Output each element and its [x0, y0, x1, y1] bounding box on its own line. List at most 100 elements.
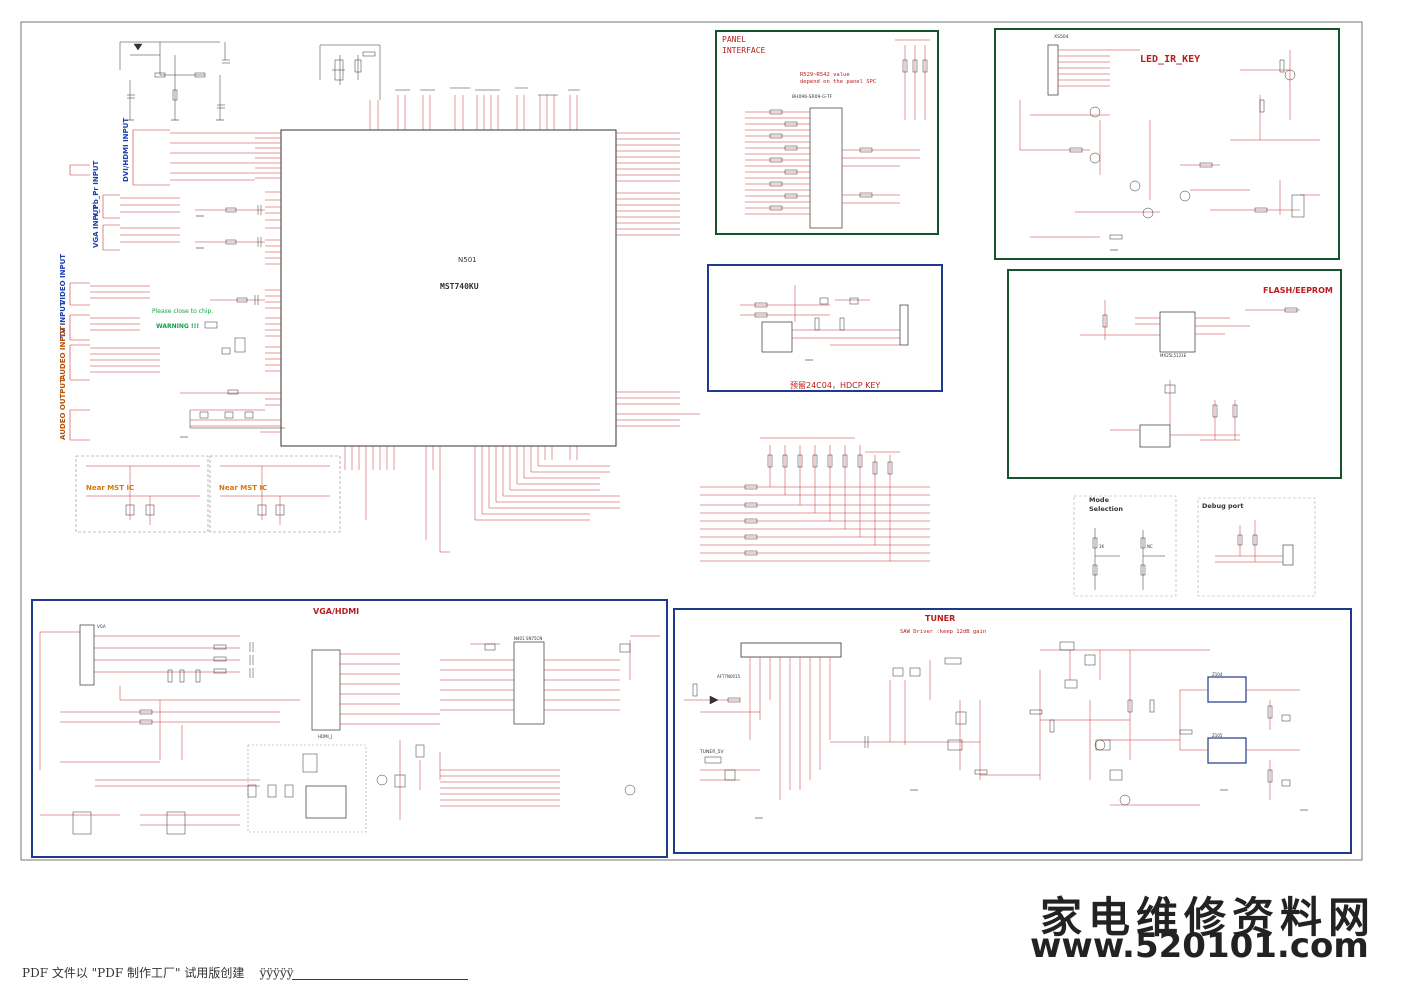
debug-port-box [1197, 497, 1316, 597]
warning-note-1: Please close to chip. [152, 308, 213, 315]
debug-connector [1282, 544, 1294, 566]
warning-note-2: WARNING !!! [156, 323, 199, 330]
eeprom-ic [1139, 424, 1171, 448]
mode-r1-value: 1K [1099, 544, 1105, 549]
pdf-footer-mark: ÿÿÿÿÿ [259, 966, 294, 980]
hdcp-box [707, 264, 943, 392]
near-mst-label-1: Near MST IC [86, 484, 134, 492]
left-components [189, 205, 285, 429]
hdmi-edid-ic [305, 785, 347, 819]
sheet-border [20, 21, 1363, 861]
mode-title-1: Mode [1089, 496, 1110, 504]
flash-ic [1159, 311, 1196, 353]
panel-title-2: INTERFACE [722, 46, 766, 55]
chip-bottom-bus [365, 460, 620, 553]
watermark-chinese: 家电维修资料网 [1040, 893, 1377, 942]
led-ir-key-title: LED_IR_KEY [1140, 54, 1200, 65]
panel-resistors [769, 59, 928, 211]
power-section-2 [319, 44, 381, 100]
input-label-dvi: DVI/HDMI INPUT [122, 118, 130, 182]
saw-filter-1 [1207, 676, 1247, 703]
watermark-url: www.520101.com [1030, 926, 1369, 966]
input-label-bars [69, 129, 170, 441]
led-ir-connector [1047, 44, 1059, 96]
tuner-title: TUNER [925, 614, 955, 623]
input-label-ypbpr: Y_Pb_Pr INPUT [92, 160, 100, 219]
panel-connector [809, 107, 843, 229]
chip-top-pins [369, 95, 578, 130]
mode-wiring [1092, 528, 1165, 590]
main-chip-ref: N501 [458, 256, 477, 264]
led-ir-conn: XS504 [1054, 34, 1069, 40]
main-chip-part: MST740KU [440, 282, 479, 291]
saw-filter-1-label: Z104 [1212, 672, 1223, 677]
input-label-tv: TV INPUT [59, 301, 67, 338]
hdcp-components [754, 297, 859, 331]
flash-components [1102, 307, 1298, 418]
input-label-video: VIDEO INPUT [59, 254, 67, 305]
near-mst-box-2 [209, 455, 341, 533]
vga-connector [79, 624, 95, 686]
tuner-subtitle: SAW Driver :keep 12dB gain [900, 629, 986, 635]
hdcp-title: 预留24C04，HDCP KEY [790, 380, 880, 390]
near-mst-label-2: Near MST IC [219, 484, 267, 492]
ground-symbols [126, 119, 1308, 819]
near-mst-box-1 [75, 455, 209, 533]
debug-title: Debug port [1202, 502, 1243, 510]
input-label-audio-in: AUDEO INPUT [59, 326, 67, 380]
left-input-wiring [90, 132, 265, 427]
led-ir-key-box [994, 28, 1340, 260]
led-ir-components [1069, 59, 1305, 240]
vga-hdmi-wiring [39, 631, 660, 826]
main-chip-body [280, 129, 617, 447]
hdmi-edid-box [247, 744, 367, 833]
power-section [119, 41, 230, 120]
panel-conn: BH096-SR09-G-TF [792, 94, 833, 100]
tuner-module [740, 642, 842, 658]
tuner-u1: AFT7N0015 [717, 674, 741, 679]
hdmi-connector [311, 649, 341, 731]
flash-wiring [1080, 300, 1300, 441]
tuner-box [673, 608, 1352, 854]
hdcp-eeprom [761, 321, 793, 353]
panel-interface-box [715, 30, 939, 235]
footer-underline [292, 979, 468, 980]
panel-wiring [745, 39, 930, 215]
pdf-footer: PDF 文件以 "PDF 制作工厂" 试用版创建 ÿÿÿÿÿ [22, 964, 294, 981]
chip-bottom-pins [344, 446, 578, 470]
panel-note-1: R529~R542 value [800, 72, 850, 78]
mid-fanout-wiring [700, 437, 930, 562]
hdmi-switch-label: N401 SN75CN [514, 636, 542, 641]
debug-wiring [1215, 520, 1283, 563]
hdcp-wiring [740, 285, 900, 346]
led-ir-wiring [1019, 49, 1320, 238]
mode-selection-box [1073, 495, 1177, 597]
hdmi-conn-label: HDMI_J [318, 734, 332, 739]
vga-hdmi-box [31, 599, 668, 858]
panel-note-2: depend on the panel SPC [800, 79, 876, 85]
vga-hdmi-components [72, 642, 636, 835]
chip-left-pins [255, 132, 281, 433]
hdcp-connector [899, 304, 909, 346]
input-label-vga: VGA INPUT [92, 205, 100, 248]
chip-right-pins [616, 132, 700, 427]
input-label-audio-out: AUDEO OUTPUT [59, 378, 67, 440]
mode-r2-value: NC [1147, 544, 1153, 549]
top-cap-groups [395, 87, 580, 96]
hdmi-switch-ic [513, 641, 545, 725]
mid-fanout-resistors [744, 454, 893, 556]
near-mst-wiring [86, 465, 330, 525]
panel-title-1: PANEL [722, 35, 746, 44]
pdf-footer-text: PDF 文件以 "PDF 制作工厂" 试用版创建 [22, 966, 245, 980]
saw-filter-2 [1207, 737, 1247, 764]
flash-ic-label: MX25L5121E [1160, 353, 1187, 358]
flash-eeprom-box [1007, 269, 1342, 479]
flash-title: FLASH/EEPROM [1263, 286, 1333, 295]
tuner-components [692, 641, 1291, 806]
tuner-wiring [684, 649, 1300, 806]
vga-hdmi-title: VGA/HDMI [313, 607, 359, 616]
mode-title-2: Selection [1089, 505, 1123, 513]
vga-conn-label: VGA [97, 624, 106, 629]
tuner-5v-label: TUNER_5V [699, 749, 724, 755]
